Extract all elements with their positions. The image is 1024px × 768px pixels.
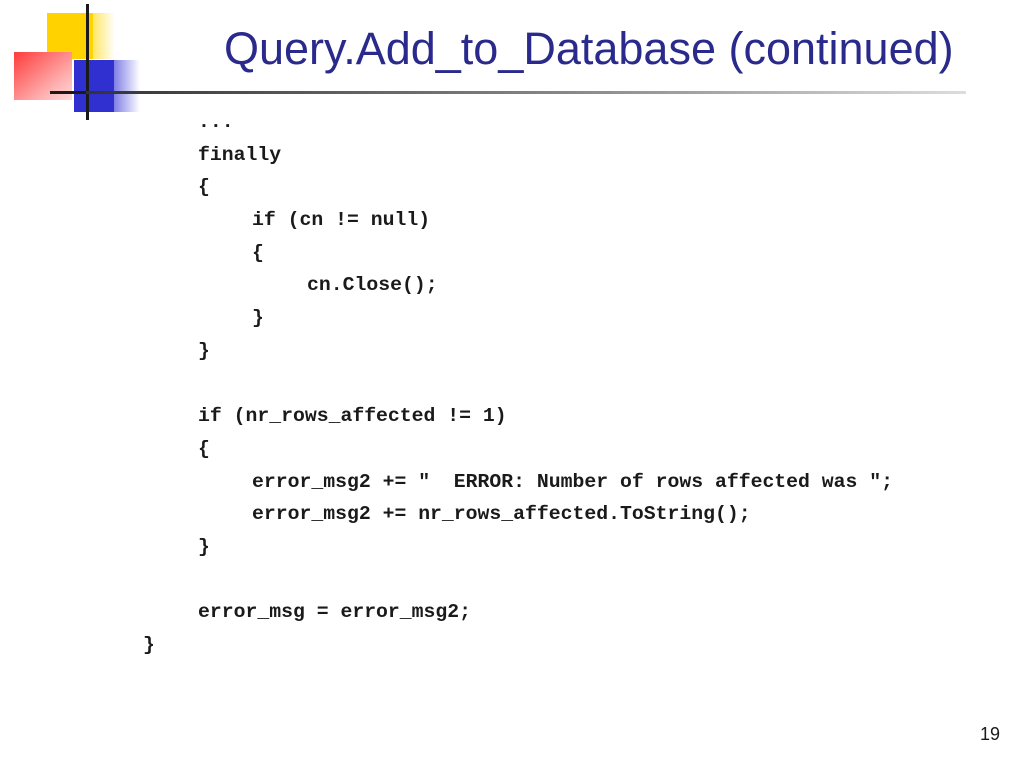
title-underline-rule: [86, 91, 966, 94]
code-line: if (cn != null): [252, 209, 431, 232]
code-line: }: [198, 535, 210, 558]
code-line: cn.Close();: [307, 274, 438, 297]
slide-title: Query.Add_to_Database (continued): [224, 23, 954, 74]
logo-yellow-gradient: [93, 13, 115, 59]
code-line: error_msg2 += " ERROR: Number of rows af…: [252, 470, 894, 493]
code-line: }: [143, 634, 155, 656]
logo-blue-gradient: [114, 60, 140, 112]
logo-yellow-square: [47, 13, 93, 59]
code-block: ... finally { if (cn != null) { cn.Close();}}…: [0, 106, 893, 662]
code-line: }: [252, 307, 264, 330]
code-line: [0, 368, 893, 401]
code-line: [0, 564, 893, 597]
code-line: ...: [198, 111, 234, 133]
code-line: {: [252, 241, 264, 264]
logo-vertical-line: [86, 4, 89, 120]
page-number: 19: [979, 724, 1000, 744]
code-line: }: [198, 339, 210, 362]
code-line: {: [198, 437, 210, 460]
logo-horizontal-line: [50, 91, 110, 94]
slide-logo-graphic: [0, 0, 160, 130]
logo-blue-square: [74, 60, 114, 112]
code-line: error_msg = error_msg2;: [198, 601, 472, 624]
code-line: {: [198, 176, 210, 199]
code-line: if (nr_rows_affected != 1): [198, 405, 507, 428]
code-line: finally: [198, 143, 282, 166]
code-line: error_msg2 += nr_rows_affected.ToString(…: [252, 503, 751, 526]
